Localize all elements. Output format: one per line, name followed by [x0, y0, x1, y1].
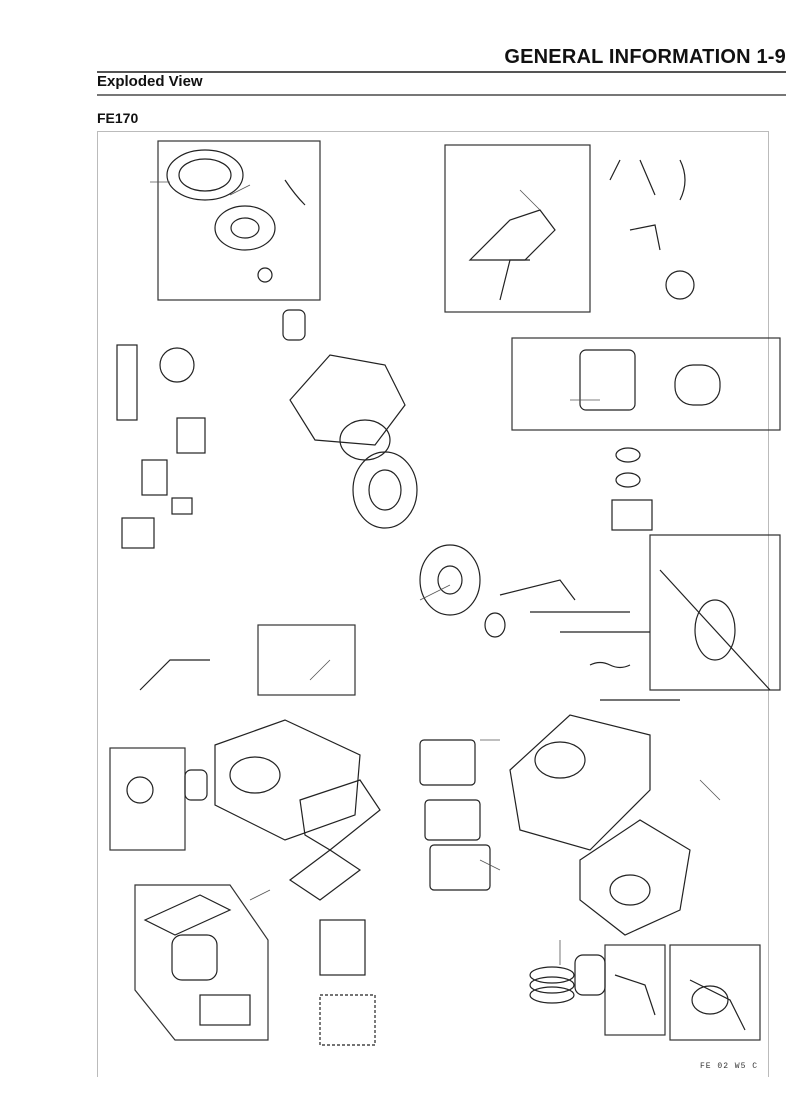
recoil-starter	[166, 149, 306, 283]
fan-housing	[282, 309, 481, 616]
section-divider	[97, 94, 786, 96]
header-divider	[97, 71, 786, 73]
muffler	[126, 659, 381, 851]
cylinder-block	[419, 714, 691, 936]
section-title: Exploded View	[97, 73, 203, 90]
group-boxes	[109, 140, 781, 1041]
leader-lines	[150, 181, 721, 965]
camshaft-valves	[484, 569, 771, 701]
air-cleaner	[143, 849, 376, 1046]
page-title: GENERAL INFORMATION 1-9	[504, 46, 786, 68]
piston-crankshaft	[529, 954, 746, 1031]
decals	[116, 344, 206, 549]
exploded-view-frame	[97, 131, 769, 1077]
figure-code: FE 02 W5 C	[700, 1062, 759, 1071]
governor-linkage	[468, 159, 695, 301]
carburetor	[579, 349, 721, 531]
model-label: FE170	[97, 110, 139, 126]
